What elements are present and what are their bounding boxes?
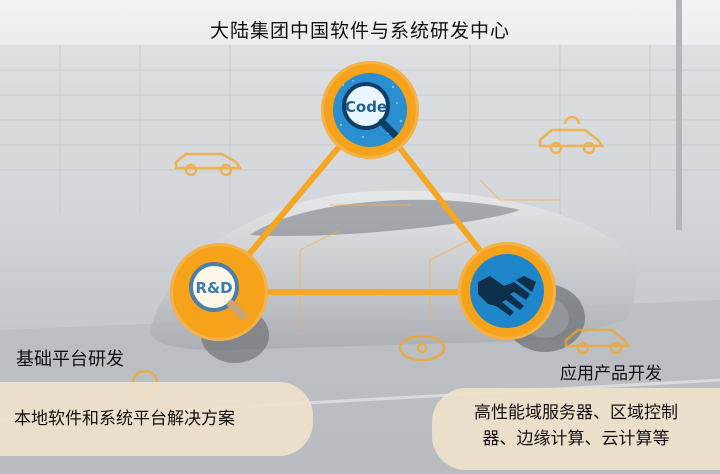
code-label: Code: [345, 98, 387, 116]
right-description-box: 高性能域服务器、区域控制 器、边缘计算、云计算等: [432, 388, 720, 470]
left-description: 本地软件和系统平台解决方案: [14, 409, 235, 429]
handshake-icon: [470, 254, 544, 328]
diagram-title: 大陆集团中国软件与系统研发中心: [209, 20, 510, 42]
right-description: 高性能域服务器、区域控制 器、边缘计算、云计算等: [432, 400, 720, 452]
left-label: 基础平台研发: [16, 349, 124, 370]
right-label: 应用产品开发: [560, 364, 662, 384]
node-code: Code: [321, 61, 419, 159]
left-description-box: 本地软件和系统平台解决方案: [0, 382, 313, 456]
node-handshake: [458, 242, 556, 340]
node-rnd: R&D: [170, 243, 268, 341]
rnd-magnifier-icon: R&D: [182, 255, 256, 329]
right-description-line1: 高性能域服务器、区域控制: [474, 403, 678, 423]
rnd-label: R&D: [195, 279, 232, 297]
code-magnifier-icon: Code: [333, 73, 407, 147]
right-description-line2: 器、边缘计算、云计算等: [482, 429, 670, 449]
